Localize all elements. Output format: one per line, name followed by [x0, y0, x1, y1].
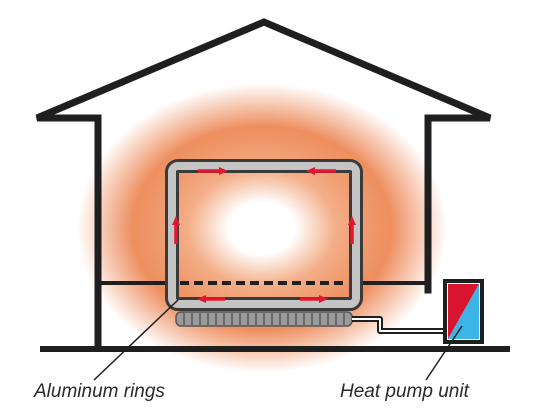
aluminum-rings-label: Aluminum rings — [34, 381, 165, 402]
circulation-arrows — [172, 167, 356, 303]
leader-line-heat-pump — [425, 325, 463, 381]
arrow-bottom-right — [300, 295, 328, 303]
arrow-top-left — [306, 167, 336, 175]
arrow-top-right — [198, 167, 228, 175]
heat-pump-unit — [443, 279, 484, 344]
aluminum-ring-frame-highlight — [168, 162, 360, 308]
arrow-left-up — [172, 216, 180, 244]
house-roof-and-walls — [35, 18, 492, 348]
heat-pump-unit-label: Heat pump unit — [340, 381, 469, 402]
arrow-bottom-left — [197, 295, 225, 303]
leader-line-aluminum-rings — [93, 299, 179, 381]
floor-heating-coil — [175, 311, 353, 327]
arrow-right-up — [348, 216, 356, 244]
heat-pump-pipe-inner — [352, 318, 445, 332]
